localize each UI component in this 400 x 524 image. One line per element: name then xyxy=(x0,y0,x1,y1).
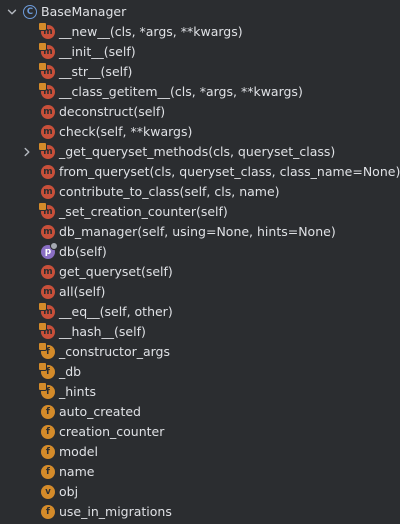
method-icon: m xyxy=(38,302,55,319)
method-icon: m xyxy=(38,142,55,159)
property-icon: p xyxy=(41,242,58,259)
tree-node-class[interactable]: C BaseManager xyxy=(0,2,400,22)
member-label: use_in_migrations xyxy=(59,504,172,519)
member-label: _constructor_args xyxy=(59,344,171,359)
protected-badge-icon xyxy=(38,362,47,371)
member-label: _db xyxy=(59,364,82,379)
tree-node-field[interactable]: f auto_created xyxy=(0,402,400,422)
field-icon: f xyxy=(41,405,55,419)
protected-badge-icon xyxy=(38,82,47,91)
method-icon: m xyxy=(41,185,55,199)
member-label: from_queryset(cls, queryset_class, class… xyxy=(59,164,400,179)
protected-badge-icon xyxy=(38,202,47,211)
member-label: all(self) xyxy=(59,284,106,299)
member-label: __str__(self) xyxy=(59,64,133,79)
field-icon: f xyxy=(38,382,55,399)
protected-badge-icon xyxy=(38,42,47,51)
tree-node-method[interactable]: m all(self) xyxy=(0,282,400,302)
method-icon: m xyxy=(41,125,55,139)
method-icon: m xyxy=(41,165,55,179)
method-icon: m xyxy=(38,22,55,39)
member-label: get_queryset(self) xyxy=(59,264,173,279)
tree-node-method[interactable]: m contribute_to_class(self, cls, name) xyxy=(0,182,400,202)
tree-node-method[interactable]: m __eq__(self, other) xyxy=(0,302,400,322)
member-label: __new__(cls, *args, **kwargs) xyxy=(59,24,243,39)
member-label: check(self, **kwargs) xyxy=(59,124,193,139)
member-label: __init__(self) xyxy=(59,44,136,59)
tree-node-method[interactable]: m db_manager(self, using=None, hints=None… xyxy=(0,222,400,242)
tree-node-field[interactable]: f _hints xyxy=(0,382,400,402)
tree-node-method[interactable]: m _set_creation_counter(self) xyxy=(0,202,400,222)
field-icon: f xyxy=(41,425,55,439)
method-icon: m xyxy=(41,265,55,279)
protected-badge-icon xyxy=(38,322,47,331)
class-icon: C xyxy=(23,5,37,19)
member-label: db_manager(self, using=None, hints=None) xyxy=(59,224,336,239)
tree-node-field[interactable]: f use_in_migrations xyxy=(0,502,400,522)
tree-node-method[interactable]: m check(self, **kwargs) xyxy=(0,122,400,142)
method-icon: m xyxy=(41,285,55,299)
tree-node-field[interactable]: f _db xyxy=(0,362,400,382)
tree-node-method[interactable]: m get_queryset(self) xyxy=(0,262,400,282)
member-label: db(self) xyxy=(59,244,107,259)
class-name-label: BaseManager xyxy=(41,4,127,19)
field-icon: f xyxy=(41,465,55,479)
member-label: __class_getitem__(cls, *args, **kwargs) xyxy=(59,84,303,99)
protected-badge-icon xyxy=(38,62,47,71)
member-label: auto_created xyxy=(59,404,141,419)
method-icon: m xyxy=(41,225,55,239)
tree-node-method[interactable]: m _get_queryset_methods(cls, queryset_cla… xyxy=(0,142,400,162)
variable-icon: v xyxy=(41,485,55,499)
tree-node-method[interactable]: m __class_getitem__(cls, *args, **kwargs) xyxy=(0,82,400,102)
protected-badge-icon xyxy=(38,302,47,311)
tree-node-field[interactable]: f _constructor_args xyxy=(0,342,400,362)
method-icon: m xyxy=(38,202,55,219)
tree-node-method[interactable]: m from_queryset(cls, queryset_class, clas… xyxy=(0,162,400,182)
field-icon: f xyxy=(38,342,55,359)
protected-badge-icon xyxy=(38,342,47,351)
member-label: creation_counter xyxy=(59,424,165,439)
member-label: model xyxy=(59,444,98,459)
tree-node-method[interactable]: m __str__(self) xyxy=(0,62,400,82)
method-icon: m xyxy=(38,42,55,59)
member-label: __eq__(self, other) xyxy=(59,304,173,319)
member-label: _set_creation_counter(self) xyxy=(59,204,228,219)
method-icon: m xyxy=(38,82,55,99)
method-icon: m xyxy=(38,322,55,339)
protected-badge-icon xyxy=(38,22,47,31)
field-icon: f xyxy=(41,505,55,519)
member-label: obj xyxy=(59,484,79,499)
tree-node-method[interactable]: m deconstruct(self) xyxy=(0,102,400,122)
field-icon: f xyxy=(38,362,55,379)
member-label: name xyxy=(59,464,95,479)
member-label: contribute_to_class(self, cls, name) xyxy=(59,184,280,199)
method-icon: m xyxy=(41,105,55,119)
tree-node-method[interactable]: m __hash__(self) xyxy=(0,322,400,342)
tree-node-method[interactable]: m __new__(cls, *args, **kwargs) xyxy=(0,22,400,42)
member-label: _get_queryset_methods(cls, queryset_clas… xyxy=(59,144,336,159)
chevron-right-icon[interactable] xyxy=(21,146,33,158)
tree-node-field[interactable]: f creation_counter xyxy=(0,422,400,442)
field-icon: f xyxy=(41,445,55,459)
member-label: deconstruct(self) xyxy=(59,104,166,119)
member-label: _hints xyxy=(59,384,96,399)
protected-badge-icon xyxy=(38,142,47,151)
property-badge-icon xyxy=(50,242,58,250)
tree-node-method[interactable]: m __init__(self) xyxy=(0,42,400,62)
chevron-down-icon[interactable] xyxy=(6,6,18,18)
method-icon: m xyxy=(38,62,55,79)
member-label: __hash__(self) xyxy=(59,324,146,339)
protected-badge-icon xyxy=(38,382,47,391)
